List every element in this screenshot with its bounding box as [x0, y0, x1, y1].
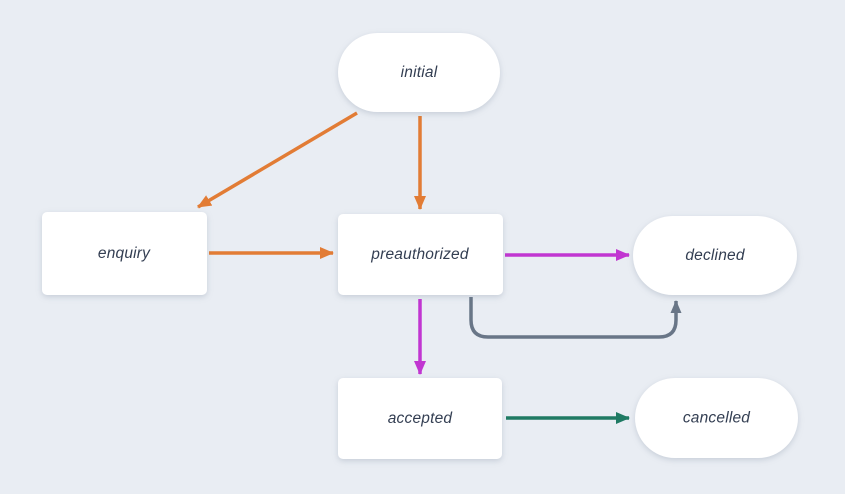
node-cancelled-label: cancelled	[683, 410, 751, 427]
node-preauthorized-label: preauthorized	[370, 246, 470, 263]
node-preauthorized: preauthorized	[338, 214, 503, 295]
node-declined-shape	[633, 216, 797, 295]
node-declined-label: declined	[685, 247, 746, 264]
node-accepted: accepted	[338, 378, 502, 459]
nodes-layer: initial enquiry preauthorized declined a…	[42, 33, 798, 459]
node-cancelled: cancelled	[635, 378, 798, 458]
node-enquiry-shape	[42, 212, 207, 295]
edge-preauthorized-declined-loop	[469, 297, 682, 339]
node-preauthorized-shape	[338, 214, 503, 295]
node-accepted-label: accepted	[388, 410, 454, 427]
node-enquiry: enquiry	[42, 212, 207, 295]
node-enquiry-label: enquiry	[98, 245, 151, 262]
node-initial-label: initial	[401, 64, 438, 81]
node-accepted-shape	[338, 378, 502, 459]
node-initial: initial	[338, 33, 500, 112]
node-cancelled-shape	[635, 378, 798, 458]
node-initial-shape	[338, 33, 500, 112]
edge-initial-enquiry	[197, 111, 358, 209]
node-declined: declined	[633, 216, 797, 295]
edges-layer	[197, 111, 682, 424]
